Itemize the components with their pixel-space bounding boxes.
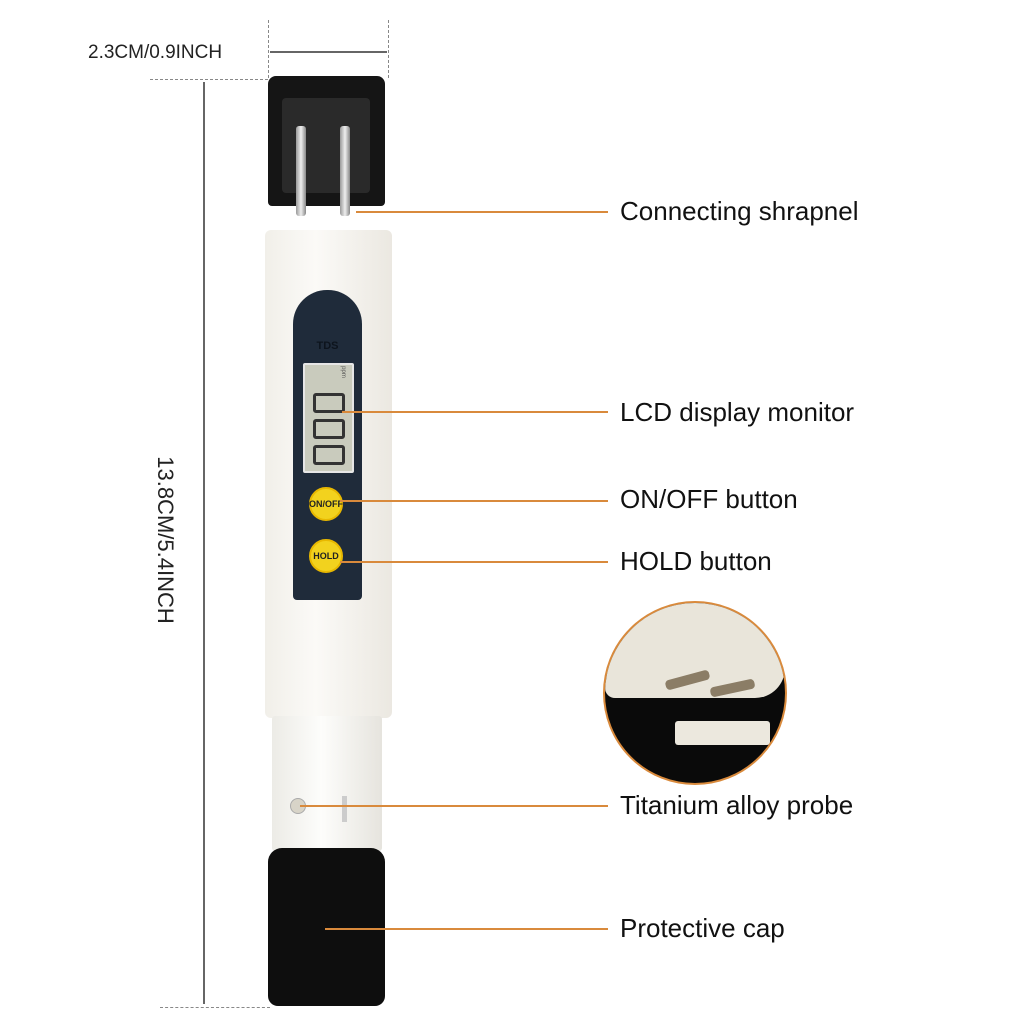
control-panel: TDS ppm bbox=[293, 290, 362, 600]
callout-protective-cap: Protective cap bbox=[620, 913, 785, 943]
callout-connecting-shrapnel: Connecting shrapnel bbox=[620, 196, 859, 226]
width-guide-right bbox=[388, 20, 389, 78]
probe-section bbox=[272, 716, 382, 851]
leader-line bbox=[300, 805, 608, 807]
callout-titanium-probe: Titanium alloy probe bbox=[620, 790, 854, 820]
hold-button[interactable]: HOLD bbox=[309, 539, 343, 573]
width-guide-left bbox=[268, 20, 269, 78]
probe-electrode bbox=[342, 796, 347, 822]
leader-line bbox=[325, 928, 608, 930]
tds-label: TDS bbox=[316, 340, 339, 352]
width-arrow bbox=[270, 51, 387, 53]
height-arrow bbox=[203, 82, 205, 1004]
probe-closeup-inset bbox=[603, 601, 787, 785]
leader-line bbox=[342, 411, 608, 413]
lcd-unit: ppm bbox=[340, 366, 347, 378]
leader-line bbox=[340, 561, 608, 563]
callout-hold-button: HOLD button bbox=[620, 546, 772, 576]
leader-line bbox=[356, 211, 608, 213]
shrapnel-right bbox=[340, 126, 350, 216]
callout-lcd-display: LCD display monitor bbox=[620, 397, 855, 427]
height-dimension-label: 13.8CM/5.4INCH bbox=[153, 456, 178, 624]
callout-on-off-button: ON/OFF button bbox=[620, 484, 798, 514]
on-off-button[interactable]: ON/OFF bbox=[309, 487, 343, 521]
width-dimension-label: 2.3CM/0.9INCH bbox=[88, 42, 223, 63]
lcd-digits bbox=[305, 365, 352, 465]
shrapnel-left bbox=[296, 126, 306, 216]
leader-line bbox=[340, 500, 608, 502]
top-cap bbox=[268, 76, 385, 216]
protective-cap bbox=[268, 848, 385, 1006]
height-guide-bottom bbox=[160, 1007, 270, 1008]
height-guide-top bbox=[150, 79, 268, 80]
lcd-display: ppm bbox=[303, 363, 354, 473]
